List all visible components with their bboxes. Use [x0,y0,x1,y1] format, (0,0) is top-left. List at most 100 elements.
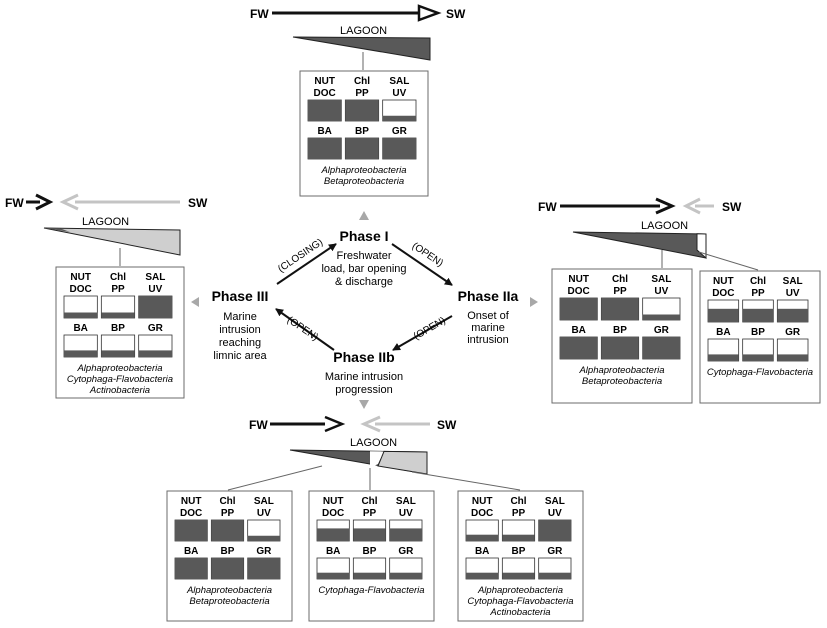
header-sal-2: UV [548,508,562,519]
header-nut-1: NUT [472,496,493,507]
panel-top: NUTDOCBAChlPPBPSALUVGRAlphaproteobacteri… [299,70,429,197]
header-gr: GR [148,323,164,334]
bar-chl [345,100,379,121]
arrow-phase1-to-2a [391,243,453,286]
bar-ba [64,350,98,357]
bar-gr [247,558,280,579]
taxon-label: Alphaproteobacteria [76,363,162,374]
bottom-lagoon-marine-part [377,450,428,475]
bottom-connector-1 [227,465,323,491]
top-flow-arrows: FW SW [250,4,466,22]
bar-gr [382,138,416,159]
bar-bp [601,337,639,359]
header-nut-2: DOC [180,508,202,519]
header-gr: GR [785,327,801,338]
phase-2a-desc-1: Onset of [467,310,510,322]
header-nut-2: DOC [471,508,493,519]
panel-frame [699,270,821,404]
bar-gr [538,572,571,579]
taxon-label: Alphaproteobacteria [186,585,272,596]
bar-nut [708,308,739,322]
left-lagoon-wedge [43,227,181,256]
bar-chl [353,528,386,541]
bar-bp [742,354,774,361]
bar-bp [502,572,535,579]
header-chl-2: PP [613,286,627,297]
arrow-phase2b-to-3 [275,308,335,351]
arrow-phase2a-to-2b [392,315,453,351]
taxon-label: Cytophaga-Flavobacteria [467,596,573,607]
top-fw-label: FW [250,7,269,21]
bar-sal [389,528,422,541]
panel-right2: NUTDOCBAChlPPBPSALUVGRCytophaga-Flavobac… [699,270,821,404]
header-ba: BA [475,546,489,557]
right-flow-arrows: FW SW [538,197,742,215]
phase-1-desc-3: & discharge [335,276,393,288]
header-nut-1: NUT [713,276,734,287]
header-bp: BP [363,546,377,557]
header-sal-2: UV [654,286,668,297]
top-fw-arrowhead [417,4,442,22]
bottom-fw-label: FW [249,418,268,432]
header-sal-1: SAL [396,496,416,507]
header-nut-2: DOC [568,286,590,297]
header-chl-2: PP [751,288,765,299]
phase-2a-desc-3: intrusion [467,334,509,346]
pointer-to-right [530,297,538,307]
phase-3-desc-2: intrusion [219,324,261,336]
header-sal-2: UV [257,508,271,519]
phase-2b-desc-1: Marine intrusion [325,371,403,383]
header-nut-2: DOC [712,288,734,299]
bar-ba [466,572,499,579]
header-bp: BP [355,126,369,137]
phase-2b-desc-2: progression [335,384,392,396]
bar-nut [64,312,98,318]
bar-gr [642,337,680,359]
panel-frame [457,490,584,622]
panel-frame [308,490,435,622]
left-fw-label: FW [5,196,24,210]
phase-1-desc-1: Freshwater [336,250,391,262]
header-sal-1: SAL [783,276,803,287]
taxon-label: Alphaproteobacteria [320,165,406,176]
bar-ba [560,337,598,359]
header-bp: BP [111,323,125,334]
bar-chl [211,520,244,541]
panel-bot3: NUTDOCBAChlPPBPSALUVGRAlphaproteobacteri… [457,490,584,622]
phase-2b-title: Phase IIb [333,349,394,365]
taxon-label: Alphaproteobacteria [578,365,664,376]
taxon-label: Betaproteobacteria [324,176,404,187]
top-lagoon-wedge [292,36,431,61]
left-flow-arrows: FW SW [5,193,208,211]
header-nut-1: NUT [314,76,335,87]
right-fw-label: FW [538,200,557,214]
panel-left: NUTDOCBAChlPPBPSALUVGRAlphaproteobacteri… [55,266,185,399]
bottom-connector-3 [411,471,521,491]
bar-chl [502,534,535,541]
bar-sal [138,296,172,318]
panel-frame [551,268,693,404]
header-sal-1: SAL [545,496,565,507]
bar-nut [175,520,208,541]
bar-gr [389,572,422,579]
bottom-lagoon-label: LAGOON [350,437,397,449]
taxon-label: Actinobacteria [89,385,150,396]
pointer-to-top [359,211,369,220]
header-chl-2: PP [363,508,377,519]
bar-ba [308,138,342,159]
bar-gr [777,354,808,361]
header-chl-1: Chl [361,496,377,507]
header-ba: BA [326,546,340,557]
phase-1-desc-2: load, bar opening [321,263,406,275]
bar-nut [317,528,350,541]
bar-bp [101,350,135,357]
header-nut-1: NUT [181,496,202,507]
header-sal-1: SAL [651,274,671,285]
left-sw-label: SW [188,196,208,210]
right-sw-label: SW [722,200,742,214]
header-sal-1: SAL [254,496,274,507]
right-fw-arrowhead [655,197,676,215]
header-chl-1: Chl [750,276,766,287]
header-gr: GR [392,126,408,137]
